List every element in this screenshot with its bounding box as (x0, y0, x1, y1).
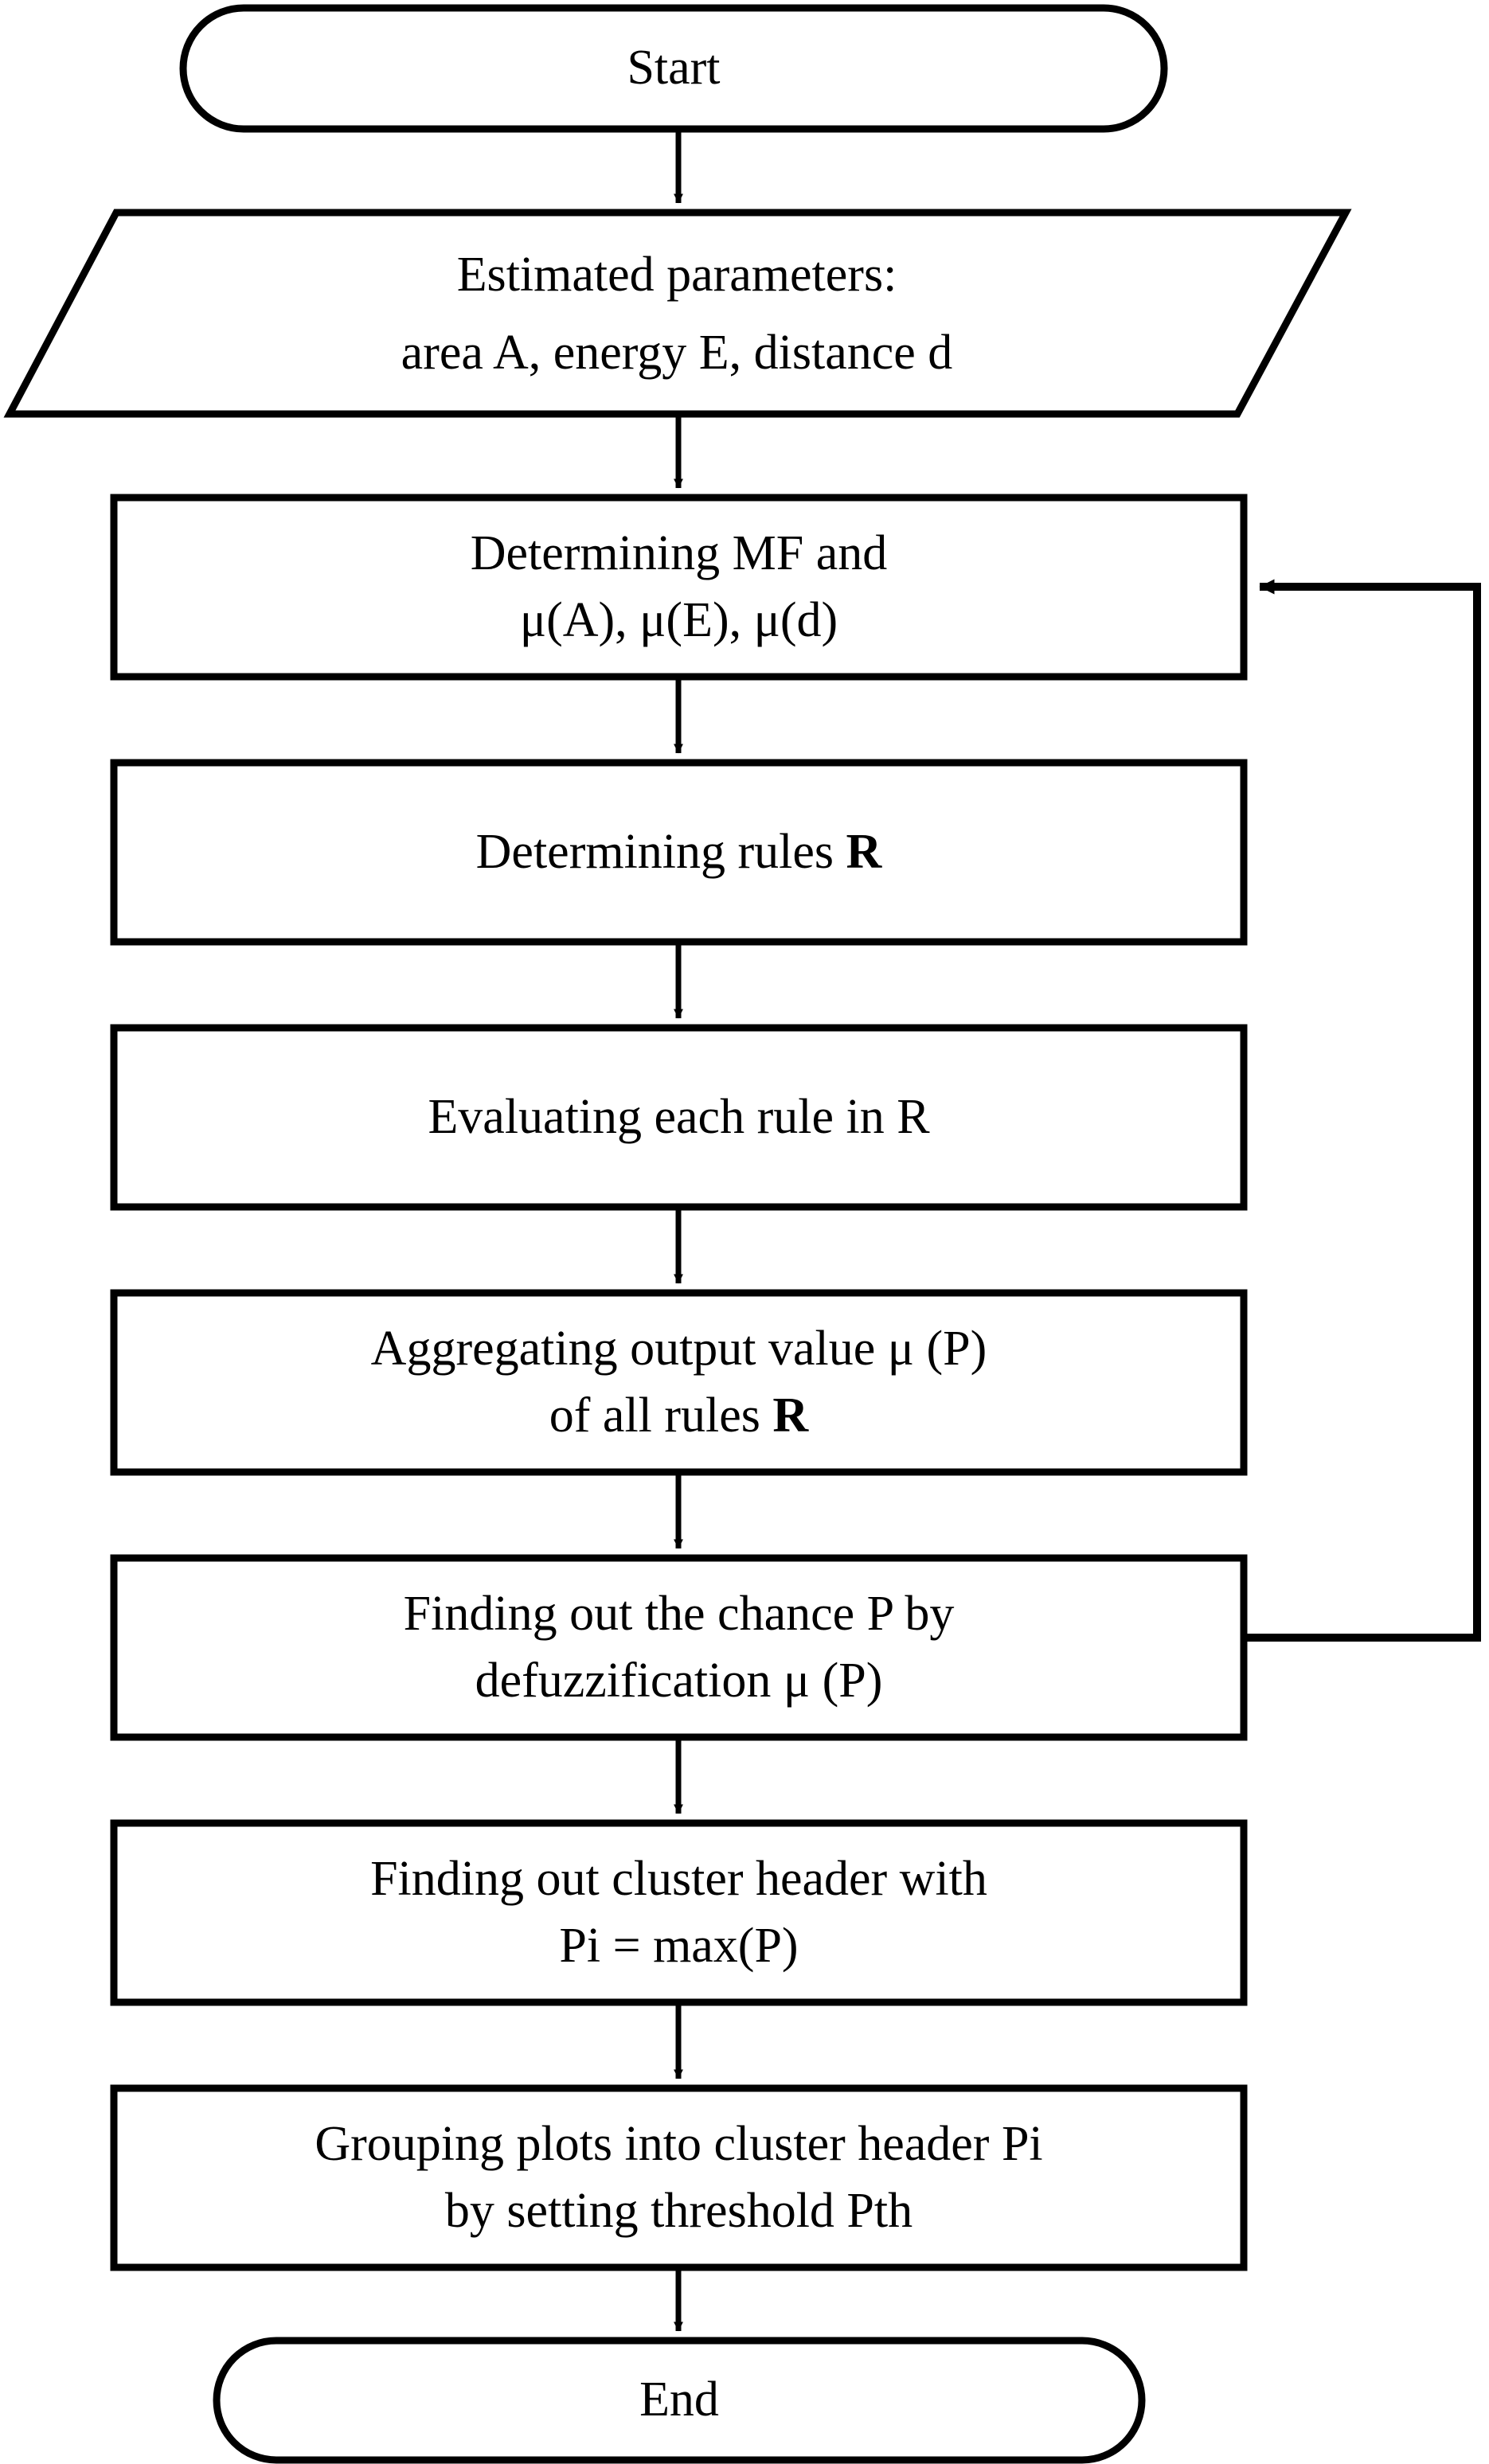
node-shape-determining-mf (110, 494, 1248, 681)
node-shape-grouping-plots (110, 2084, 1248, 2271)
node-shape-defuzzification (110, 1554, 1248, 1741)
node-shape-evaluating-rules (110, 1024, 1248, 1211)
node-shape-finding-cluster-header (110, 1819, 1248, 2006)
node-shape-determining-rules (110, 759, 1248, 946)
node-shape-start (179, 4, 1168, 133)
node-shape-end (213, 2337, 1146, 2464)
node-shape-estimated-parameters (3, 209, 1352, 418)
node-shape-aggregating-output (110, 1289, 1248, 1476)
edge-defuzz-feedback-to-mf (1244, 579, 1481, 1642)
